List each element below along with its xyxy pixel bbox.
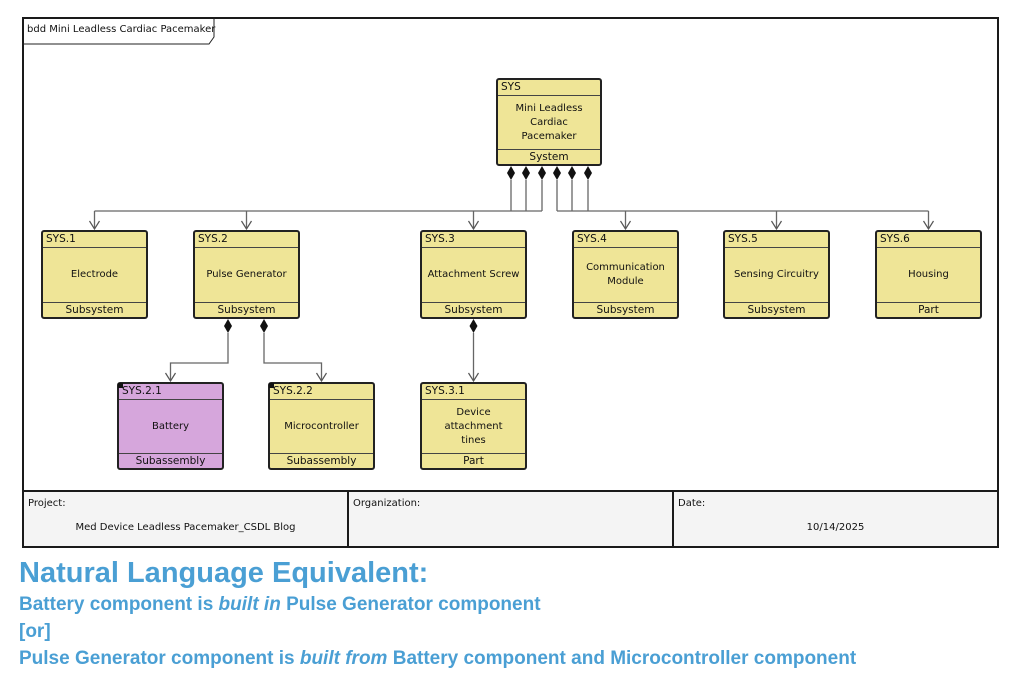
block-name-line: Module: [607, 276, 644, 287]
composition-diamond-icon: [224, 319, 232, 333]
block-name-line: Pulse Generator: [206, 269, 287, 280]
block-stereotype: Part: [422, 453, 525, 468]
block-stereotype: Subsystem: [195, 302, 298, 317]
block-id: SYS: [498, 80, 600, 96]
block-name-line: Communication: [586, 262, 665, 273]
block-stereotype: Subsystem: [422, 302, 525, 317]
nl-line-3-post: Battery component and Microcontroller co…: [387, 648, 857, 669]
open-arrowhead-icon: [467, 372, 480, 383]
block-name: Pulse Generator: [195, 248, 298, 302]
project-label: Project:: [28, 498, 66, 509]
open-arrowhead-icon: [619, 220, 632, 231]
block-marker-icon: [269, 383, 274, 388]
block-id: SYS.6: [877, 232, 980, 248]
block-id: SYS.3: [422, 232, 525, 248]
open-arrowhead-icon: [88, 220, 101, 231]
block-id: SYS.2.1: [119, 384, 222, 400]
block-name: Attachment Screw: [422, 248, 525, 302]
block-name-line: Battery: [151, 420, 189, 432]
nl-line-2: [or]: [19, 621, 51, 642]
block-name-line: Attachment Screw: [427, 269, 520, 280]
block-name-line: Device attachment: [444, 406, 503, 432]
block-id: SYS.1: [43, 232, 146, 248]
block-name: Housing: [877, 248, 980, 302]
block-id: SYS.3.1: [422, 384, 525, 400]
nl-line-1-pre: Battery component is: [19, 594, 219, 615]
open-arrowhead-icon: [922, 220, 935, 231]
block-name: Sensing Circuitry: [725, 248, 828, 302]
date-cell: Date: 10/14/2025: [674, 492, 997, 546]
block-stereotype: Subassembly: [119, 453, 222, 468]
project-value: Med Device Leadless Pacemaker_CSDL Blog: [75, 522, 296, 533]
date-label: Date:: [678, 498, 706, 509]
block-name-line: Sensing Circuitry: [734, 269, 819, 280]
nl-line-3: Pulse Generator component is built from …: [19, 645, 856, 672]
composition-line-battery: [169, 333, 229, 381]
block-stereotype: System: [498, 149, 600, 164]
nl-line-3-pre: Pulse Generator component is: [19, 648, 300, 669]
block-name-line: Electrode: [70, 269, 119, 280]
block-name-line: Cardiac Pacemaker: [521, 116, 577, 142]
composition-diamond-icon: [522, 166, 530, 180]
block-marker-icon: [118, 383, 123, 388]
open-arrowhead-icon: [240, 220, 253, 231]
open-arrowhead-icon: [770, 220, 783, 231]
composition-diamond-icon: [538, 166, 546, 180]
block-name: Microcontroller: [270, 400, 373, 453]
title-block: Project: Med Device Leadless Pacemaker_C…: [22, 490, 999, 548]
block-id: SYS.2: [195, 232, 298, 248]
open-arrowhead-icon: [315, 372, 328, 383]
nl-title: Natural Language Equivalent:: [19, 557, 429, 589]
natural-language-section: Natural Language Equivalent: Battery com…: [19, 555, 856, 672]
block-name-line: tines: [461, 434, 486, 446]
nl-line-1-em: built in: [218, 594, 281, 615]
block-name: Device attachment tines: [422, 400, 525, 453]
block-stereotype: Subsystem: [574, 302, 677, 317]
block-name-line: Microcontroller: [284, 420, 359, 432]
block-name-line: Housing: [908, 269, 949, 280]
open-arrowhead-icon: [164, 372, 177, 383]
block-stereotype: Subassembly: [270, 453, 373, 468]
nl-line-1-post: Pulse Generator component: [280, 594, 541, 615]
frame-tab: [22, 17, 215, 45]
organization-label: Organization:: [353, 498, 421, 509]
block-stereotype: Part: [877, 302, 980, 317]
organization-cell: Organization:: [349, 492, 674, 546]
block-stereotype: Subsystem: [725, 302, 828, 317]
nl-line-3-em: built from: [299, 648, 388, 669]
composition-diamond-icon: [584, 166, 592, 180]
composition-diamond-icon: [553, 166, 561, 180]
composition-diamond-icon: [260, 319, 268, 333]
block-id: SYS.5: [725, 232, 828, 248]
date-value: 10/14/2025: [806, 522, 865, 533]
nl-line-1: Battery component is built in Pulse Gene…: [19, 591, 856, 618]
block-id: SYS.4: [574, 232, 677, 248]
block-id: SYS.2.2: [270, 384, 373, 400]
block-name-line: Mini Leadless: [515, 102, 583, 114]
project-cell: Project: Med Device Leadless Pacemaker_C…: [24, 492, 349, 546]
open-arrowhead-icon: [467, 220, 480, 231]
block-name: Battery: [119, 400, 222, 453]
frame-label: bdd Mini Leadless Cardiac Pacemaker: [27, 24, 216, 35]
composition-diamond-icon: [507, 166, 515, 180]
composition-diamond-icon: [469, 319, 478, 333]
block-stereotype: Subsystem: [43, 302, 146, 317]
block-name: Electrode: [43, 248, 146, 302]
composition-diamond-icon: [568, 166, 576, 180]
composition-line-microcontroller: [263, 333, 323, 381]
